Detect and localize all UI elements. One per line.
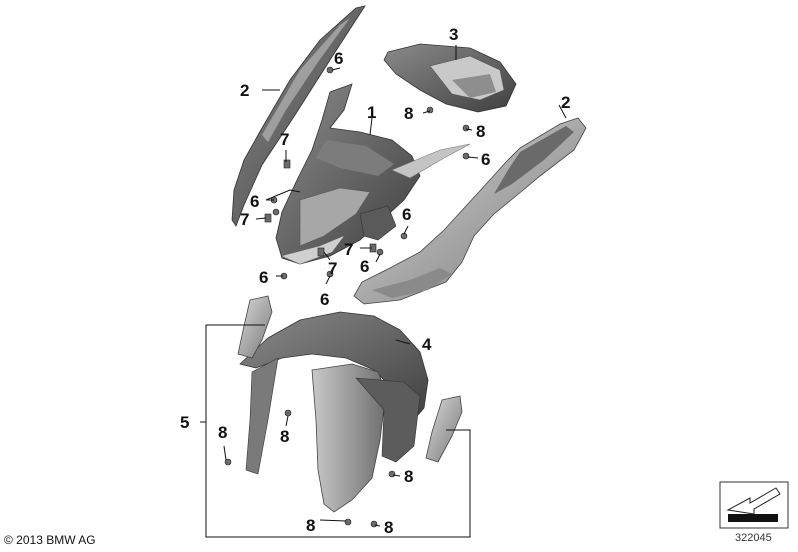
- callout-8-center: 8: [280, 427, 289, 446]
- callout-6-mid-left: 6: [250, 192, 259, 211]
- callout-6-top: 6: [334, 49, 343, 68]
- callout-7-mid-left: 7: [240, 210, 249, 229]
- callout-6-mid-right: 6: [402, 205, 411, 224]
- callout-3: 3: [449, 25, 458, 44]
- callout-8-upper-right: 8: [476, 122, 485, 141]
- callout-labels: 2 6 3 8 8 1 2 7 6 6 7 6 7 6 7 6 6 4 5 8 …: [180, 25, 570, 537]
- callout-8-upper-left: 8: [404, 104, 413, 123]
- callout-6-right: 6: [481, 150, 490, 169]
- side-panel-left: [231, 5, 366, 227]
- callout-8-bottom-left: 8: [306, 516, 315, 535]
- callout-2-right: 2: [561, 93, 570, 112]
- bracket-left: [237, 295, 273, 359]
- callout-8-fork-right: 8: [404, 467, 413, 486]
- fork-leg: [311, 363, 421, 513]
- front-fairing: [275, 83, 471, 265]
- callout-7-top: 7: [280, 130, 289, 149]
- side-panel-right: [353, 117, 587, 305]
- callout-6-lower-right: 6: [360, 257, 369, 276]
- leader-lines: [200, 45, 567, 538]
- callout-1: 1: [367, 103, 376, 122]
- callout-7-mid-right: 7: [344, 240, 353, 259]
- copyright-notice: © 2013 BMW AG: [4, 533, 96, 547]
- direction-arrow-icon: [719, 481, 789, 529]
- callout-4: 4: [422, 335, 432, 354]
- callout-8-bottom-right: 8: [384, 518, 393, 537]
- callout-8-left: 8: [218, 423, 227, 442]
- upper-cover: [383, 43, 517, 113]
- callout-7-lower: 7: [328, 259, 337, 278]
- callout-5: 5: [180, 413, 189, 432]
- callout-6-lower-left: 6: [259, 268, 268, 287]
- callout-6-bottom: 6: [320, 290, 329, 309]
- callout-2-left: 2: [240, 81, 249, 100]
- figure-number: 322045: [735, 532, 772, 544]
- bracket-right: [425, 395, 463, 463]
